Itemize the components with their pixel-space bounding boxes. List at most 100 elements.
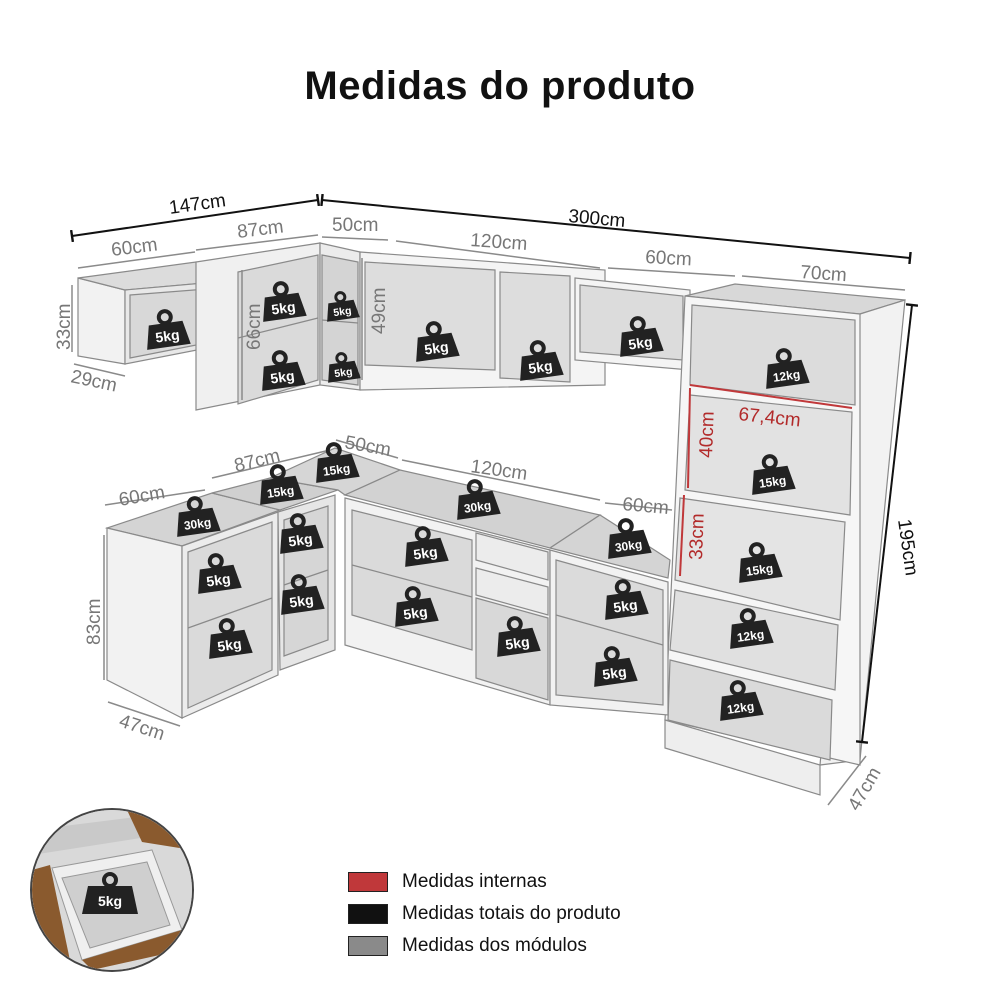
weight-label: 15kg: [745, 561, 774, 579]
weight-label: 5kg: [527, 357, 553, 376]
legend-swatch-module: [348, 936, 388, 956]
dim-total-width: 300cm: [568, 206, 627, 232]
weight-icon-handle: [207, 553, 224, 570]
weight-icon-handle: [289, 513, 306, 530]
weight-badge: 5kg: [209, 618, 253, 659]
weight-icon-handle: [269, 464, 286, 481]
weight-badge: 5kg: [416, 321, 460, 362]
weight-icon: [416, 332, 460, 362]
weight-icon: [327, 299, 360, 322]
weight-icon-handle: [614, 579, 631, 596]
weight-badge: 5kg: [605, 579, 649, 620]
weight-icon: [730, 619, 774, 649]
weight-icon: [281, 585, 325, 615]
legend-item-total: Medidas totais do produto: [348, 898, 688, 930]
weight-label: 5kg: [334, 366, 354, 380]
dim-upper-120: 120cm: [470, 230, 528, 255]
weight-badge: 5kg: [198, 553, 242, 594]
weight-badge: 5kg: [395, 586, 439, 627]
weight-badge: 15kg: [752, 454, 796, 495]
internal-dimension-lines: [679, 384, 853, 577]
weight-badge: 5kg: [281, 574, 325, 615]
dim-upper-87-height: 66cm: [244, 304, 265, 350]
module-dimension-lines: [71, 234, 906, 806]
weight-badge: 5kg: [263, 281, 307, 322]
weight-icon: [739, 553, 783, 583]
dim-lower-corner-width: 60cm: [117, 482, 166, 511]
weight-icon: [316, 453, 360, 483]
weight-label: 5kg: [402, 603, 428, 622]
dim-lower-60: 60cm: [622, 494, 670, 519]
weight-icon: [263, 292, 307, 322]
dim-upper-height: 33cm: [54, 304, 75, 350]
drawer-front: [82, 930, 182, 970]
weight-badge: 5kg: [280, 513, 324, 554]
dim-upper-50: 50cm: [332, 215, 378, 236]
weight-badge: 15kg: [260, 464, 304, 505]
weight-icon-handle: [729, 680, 746, 697]
weight-badge: 30kg: [457, 479, 501, 520]
weight-icon: [720, 691, 764, 721]
dim-internal-height-33: 33cm: [686, 513, 709, 560]
weight-icon-handle: [506, 616, 523, 633]
legend-swatch-total: [348, 904, 388, 924]
dim-tall-70: 70cm: [800, 262, 848, 286]
weight-label: 12kg: [772, 367, 801, 385]
weight-label: 12kg: [726, 699, 755, 717]
weight-label: 5kg: [601, 663, 627, 682]
weight-label: 5kg: [412, 543, 438, 562]
dim-lower-87: 87cm: [232, 445, 282, 477]
weight-badge: 5kg: [147, 309, 191, 350]
weight-icon-handle: [617, 518, 634, 535]
weight-icon: [520, 351, 564, 381]
total-dimension-lines: [69, 193, 919, 744]
inset-weight-icon: 5kg: [82, 872, 138, 914]
weight-label: 5kg: [205, 570, 231, 589]
dim-upper-120-height: 49cm: [369, 288, 390, 334]
weight-label: 5kg: [627, 333, 653, 352]
weight-badge: 5kg: [262, 350, 306, 391]
weight-badge: 5kg: [327, 291, 360, 322]
dim-upper-87: 87cm: [236, 216, 285, 243]
weight-badge: 12kg: [730, 608, 774, 649]
weight-label: 5kg: [504, 633, 530, 652]
dim-total-height: 195cm: [893, 518, 922, 577]
dim-lower-height: 83cm: [84, 599, 105, 645]
weight-icon: [752, 465, 796, 495]
weight-badge: 5kg: [328, 352, 361, 383]
weight-icon: [620, 327, 664, 357]
weight-badge: 5kg: [594, 646, 638, 687]
weight-icon: [395, 597, 439, 627]
dim-lower-depth: 47cm: [116, 711, 167, 745]
weight-icon: [280, 524, 324, 554]
weight-badge: 5kg: [520, 340, 564, 381]
legend-swatch-internal: [348, 872, 388, 892]
weight-icon: [262, 361, 306, 391]
weight-icon: [209, 629, 253, 659]
weight-icon: [608, 529, 652, 559]
lower-cabinets: [104, 447, 671, 719]
legend-item-module: Medidas dos módulos: [348, 930, 688, 962]
drawer-detail-inset: 5kg: [30, 808, 194, 972]
weight-badge: 5kg: [405, 526, 449, 567]
dim-upper-corner-width: 60cm: [110, 234, 159, 261]
legend-label: Medidas dos módulos: [402, 935, 587, 956]
weight-label: 5kg: [216, 635, 242, 654]
inset-weight-label: 5kg: [98, 893, 122, 909]
weight-label: 12kg: [736, 627, 765, 645]
legend-label: Medidas totais do produto: [402, 903, 621, 924]
weight-label: 5kg: [423, 338, 449, 357]
legend: Medidas internas Medidas totais do produ…: [348, 866, 688, 962]
weight-badge: 30kg: [177, 496, 221, 537]
page-title: Medidas do produto: [304, 64, 696, 108]
weight-badge: 15kg: [316, 442, 360, 483]
drawer-detail-drawing: 5kg: [32, 810, 192, 970]
weight-label: 15kg: [322, 461, 351, 479]
weight-label: 30kg: [183, 515, 212, 533]
weight-label: 15kg: [266, 483, 295, 501]
weight-label: 5kg: [269, 367, 295, 386]
weight-badge: 15kg: [739, 542, 783, 583]
legend-item-internal: Medidas internas: [348, 866, 688, 898]
dim-tall-depth: 47cm: [844, 764, 885, 815]
